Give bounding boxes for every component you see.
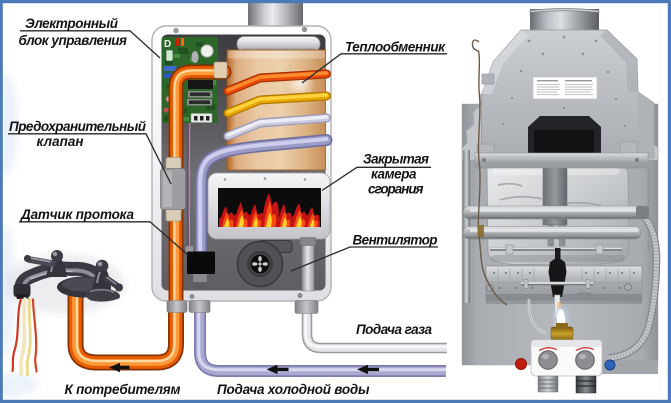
- svg-text:Вентилятор: Вентилятор: [353, 233, 438, 248]
- svg-text:Закрытая: Закрытая: [363, 152, 429, 167]
- svg-text:блок управления: блок управления: [19, 33, 128, 48]
- svg-text:сгорания: сгорания: [368, 182, 424, 197]
- svg-text:К потребителям: К потребителям: [65, 382, 181, 397]
- svg-text:камера: камера: [371, 167, 417, 182]
- svg-text:Подача холодной воды: Подача холодной воды: [217, 382, 370, 397]
- svg-text:Подача газа: Подача газа: [356, 322, 432, 337]
- svg-text:D: D: [164, 39, 171, 50]
- svg-text:Теплообменник: Теплообменник: [345, 40, 446, 55]
- svg-text:клапан: клапан: [37, 134, 84, 149]
- svg-text:Датчик протока: Датчик протока: [20, 207, 134, 222]
- svg-text:Предохранительный: Предохранительный: [9, 119, 147, 134]
- svg-text:Электронный: Электронный: [25, 16, 119, 31]
